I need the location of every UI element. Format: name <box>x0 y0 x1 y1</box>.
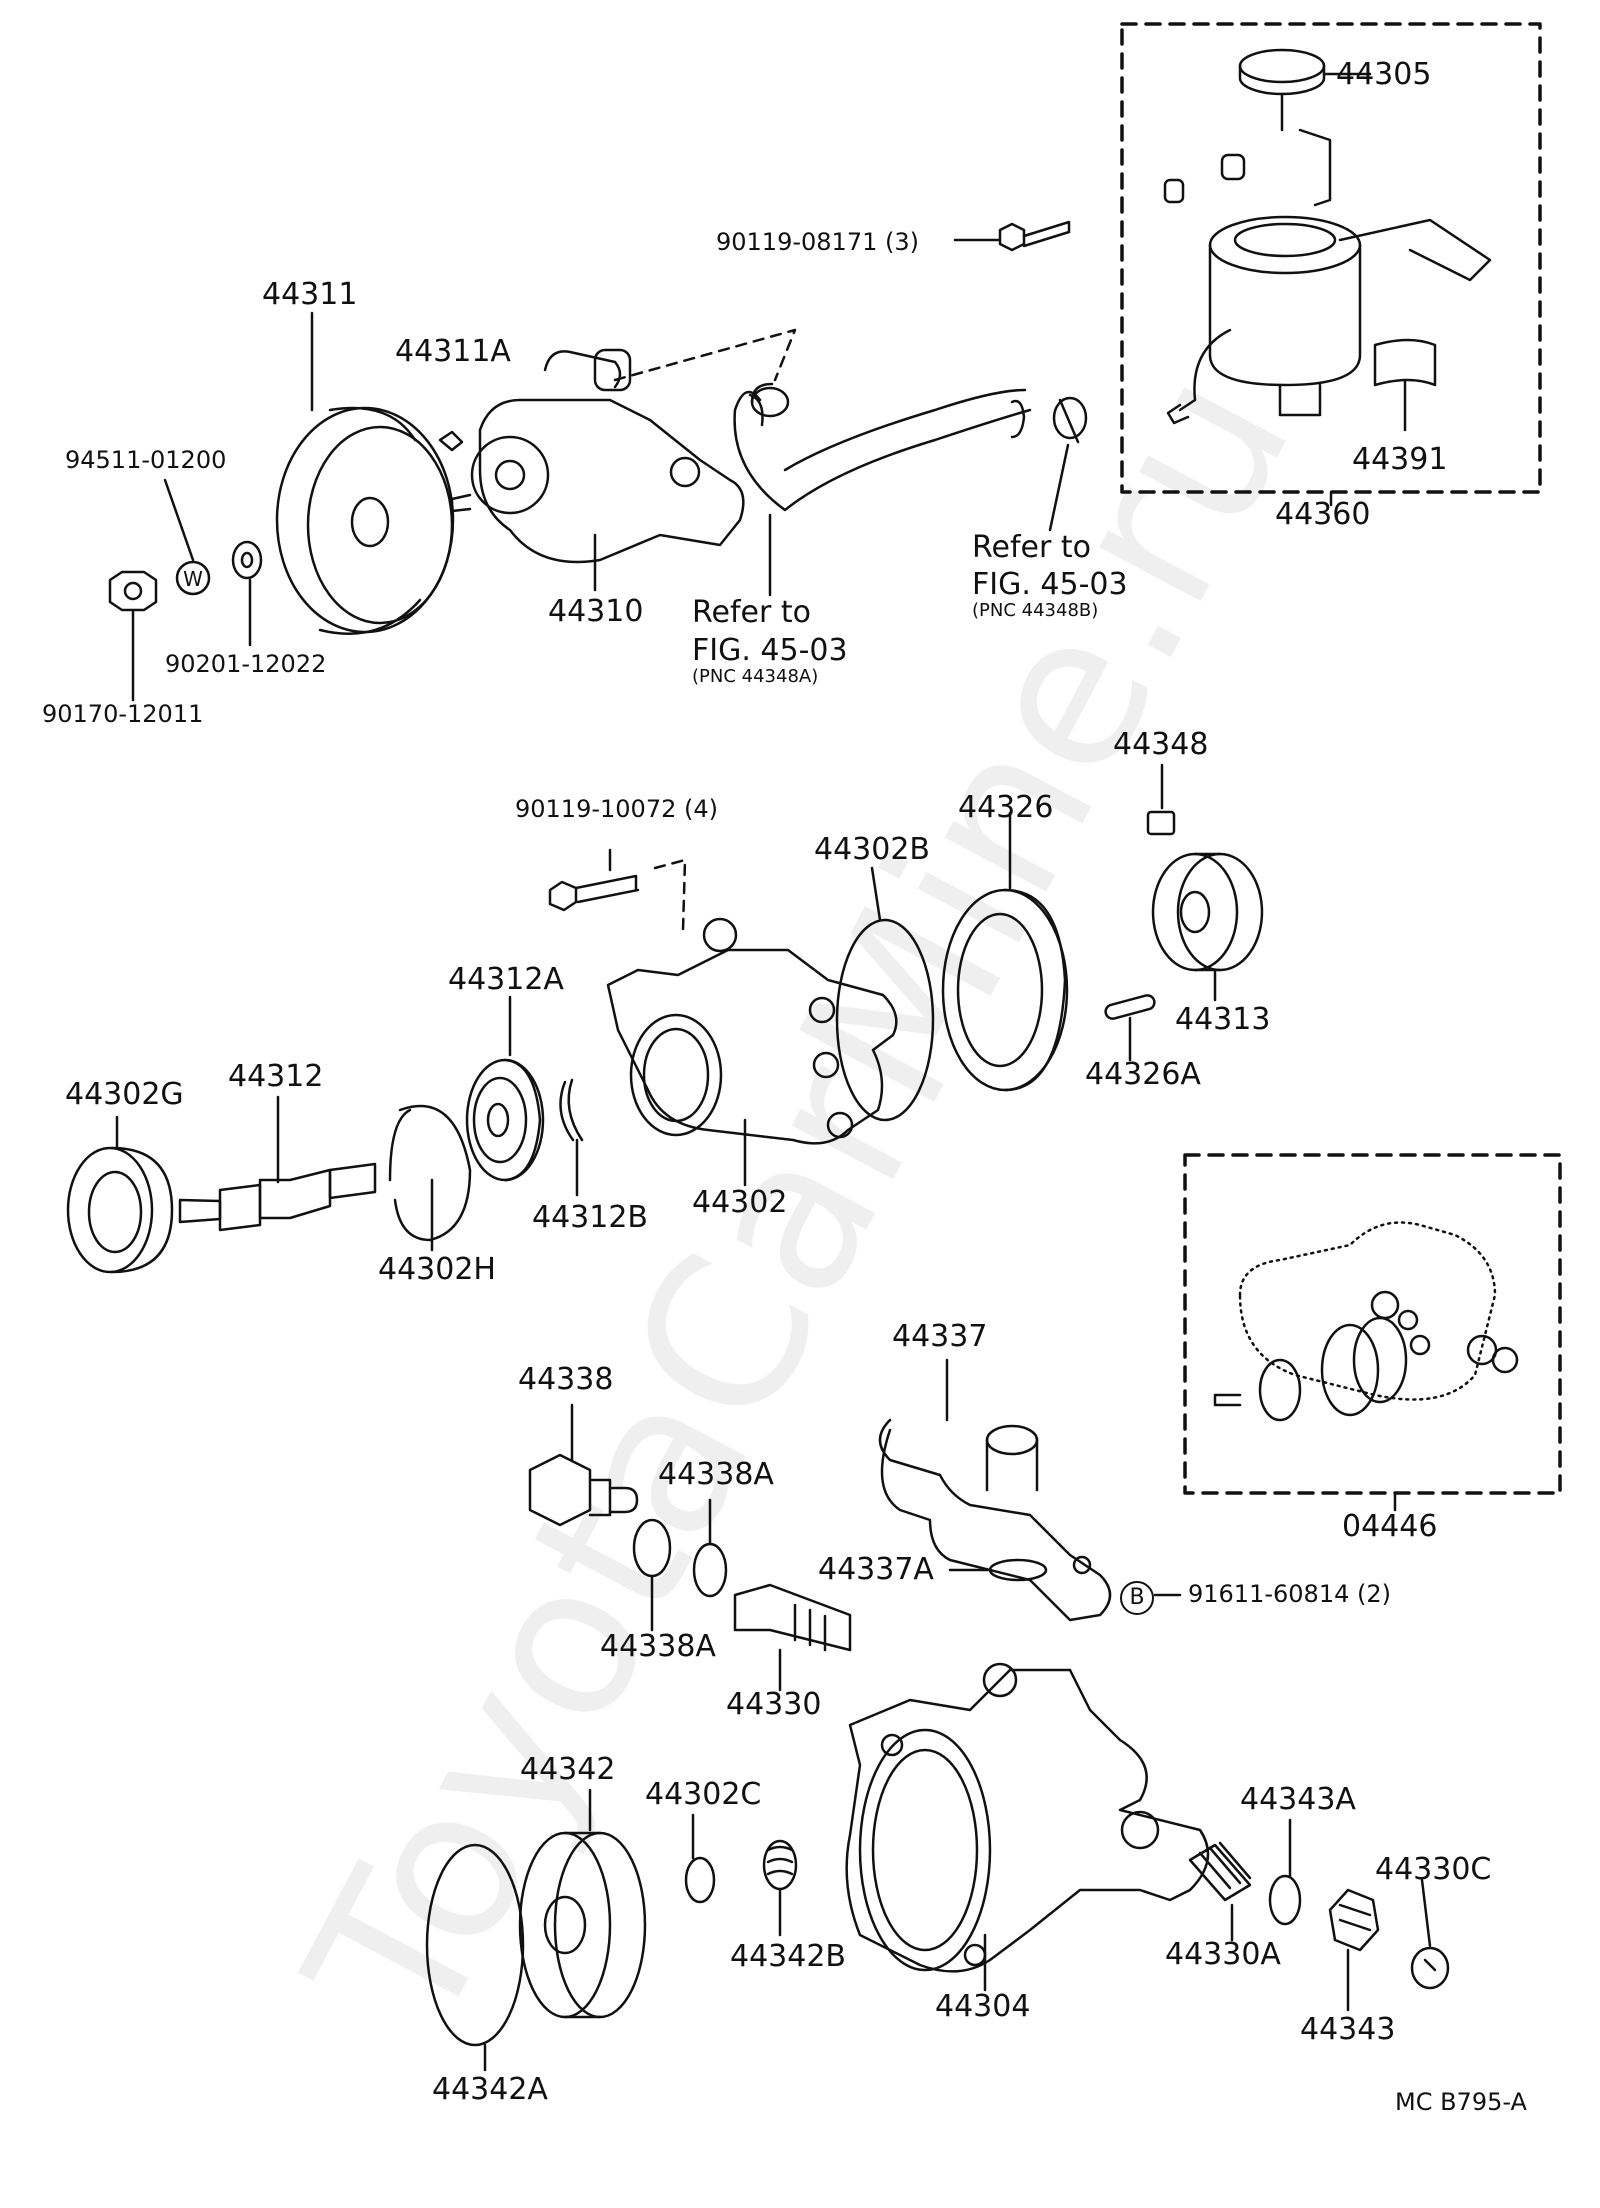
label-90119-10072: 90119-10072 (4) <box>515 795 718 823</box>
dash-to-hose <box>613 328 797 382</box>
label-94511-01200: 94511-01200 <box>65 446 227 474</box>
pump-44310 <box>450 348 745 564</box>
label-44338A-1: 44338A <box>658 1457 774 1492</box>
bolt-90119-10072 <box>548 874 640 912</box>
vane-44348 <box>1146 810 1176 836</box>
cam-ring-44326 <box>941 888 1069 1092</box>
gasket-kit-04446 <box>1213 1221 1519 1422</box>
label-44311A: 44311A <box>395 334 511 369</box>
oring-44302C <box>684 1856 716 1904</box>
label-44391: 44391 <box>1352 442 1448 477</box>
label-44312B: 44312B <box>532 1200 649 1235</box>
label-44342: 44342 <box>520 1752 616 1787</box>
reservoir-cap <box>1238 48 1326 132</box>
housing-44302 <box>606 917 898 1145</box>
clamp-2 <box>1052 396 1088 444</box>
reservoir-tank <box>1163 128 1492 425</box>
reservoir-group-box <box>1120 22 1542 494</box>
clamp-1 <box>750 382 790 418</box>
label-44302B: 44302B <box>814 832 931 867</box>
bolt-90119-08171 <box>998 220 1071 252</box>
label-44342A: 44342A <box>432 2072 548 2107</box>
shaft-44312 <box>178 1162 377 1232</box>
rotor-44313 <box>1151 852 1264 972</box>
label-04446: 04446 <box>1342 1509 1438 1544</box>
refer-to-b: Refer to <box>972 530 1091 565</box>
nut-90170 <box>108 570 158 612</box>
label-44360: 44360 <box>1275 497 1371 532</box>
dash-bolt <box>653 858 687 932</box>
side-plate-44342 <box>518 1831 647 2019</box>
bearing-44312A <box>465 1058 545 1182</box>
oil-seal-44302G <box>66 1146 174 1274</box>
pulley-44311 <box>275 406 455 635</box>
label-44348: 44348 <box>1113 727 1209 762</box>
label-44342B: 44342B <box>730 1939 847 1974</box>
label-44330: 44330 <box>726 1687 822 1722</box>
diagram-code: MC B795-A <box>1395 2088 1527 2116</box>
label-44311: 44311 <box>262 277 358 312</box>
label-44326: 44326 <box>958 790 1054 825</box>
washer-w-94511 <box>175 560 211 596</box>
oring-44343A <box>1268 1874 1302 1926</box>
label-44310: 44310 <box>548 594 644 629</box>
spring-44330A <box>1188 1841 1252 1902</box>
valve-44330 <box>733 1583 852 1652</box>
fig-ref-a: FIG. 45-03 <box>692 633 848 668</box>
label-44337A: 44337A <box>818 1552 934 1587</box>
pnc-a: (PNC 44348A) <box>692 666 819 687</box>
plug-44338 <box>528 1453 639 1527</box>
snap-ring-44312B <box>559 1078 584 1142</box>
pnc-b: (PNC 44348B) <box>972 600 1099 621</box>
refer-to-a: Refer to <box>692 595 811 630</box>
label-44337: 44337 <box>892 1319 988 1354</box>
label-90119-08171: 90119-08171 (3) <box>716 228 919 256</box>
gasket-kit-box <box>1183 1153 1562 1495</box>
label-90201-12022: 90201-12022 <box>165 650 327 678</box>
b-mark: B <box>1120 1580 1154 1615</box>
label-44338A-2: 44338A <box>600 1629 716 1664</box>
oring-44302B <box>835 918 935 1122</box>
oring-44338A-2 <box>692 1542 728 1598</box>
oring-44342A <box>425 1843 525 2047</box>
hose-44348A <box>733 388 1032 512</box>
label-44302: 44302 <box>692 1185 788 1220</box>
label-44312: 44312 <box>228 1059 324 1094</box>
label-44302G: 44302G <box>65 1077 184 1112</box>
snap-ring-44302H <box>388 1104 472 1242</box>
label-44326A: 44326A <box>1085 1057 1201 1092</box>
label-91611-60814: 91611-60814 (2) <box>1188 1580 1391 1608</box>
snap-ring-44330C <box>1410 1946 1450 1990</box>
label-44338: 44338 <box>518 1362 614 1397</box>
w-mark: W <box>183 567 203 591</box>
spring-44342B <box>762 1839 798 1891</box>
key-44311A <box>438 430 464 452</box>
label-90170-12011: 90170-12011 <box>42 700 204 728</box>
label-44302H: 44302H <box>378 1252 496 1287</box>
union-44337 <box>878 1418 1112 1622</box>
fig-ref-b: FIG. 45-03 <box>972 567 1128 602</box>
oring-44338A-1 <box>632 1518 672 1578</box>
label-44304: 44304 <box>935 1989 1031 2024</box>
label-44305: 44305 <box>1336 57 1432 92</box>
pin-44326A <box>1104 994 1156 1020</box>
label-44330A: 44330A <box>1165 1937 1281 1972</box>
washer-90201 <box>231 540 263 580</box>
label-44313: 44313 <box>1175 1002 1271 1037</box>
label-44343A: 44343A <box>1240 1782 1356 1817</box>
rear-housing-44304 <box>845 1662 1210 1973</box>
label-44302C: 44302C <box>645 1777 762 1812</box>
label-44343: 44343 <box>1300 2012 1396 2047</box>
label-44312A: 44312A <box>448 962 564 997</box>
plug-44343 <box>1328 1888 1380 1952</box>
label-44330C: 44330C <box>1375 1852 1492 1887</box>
band-strip <box>1373 338 1437 387</box>
